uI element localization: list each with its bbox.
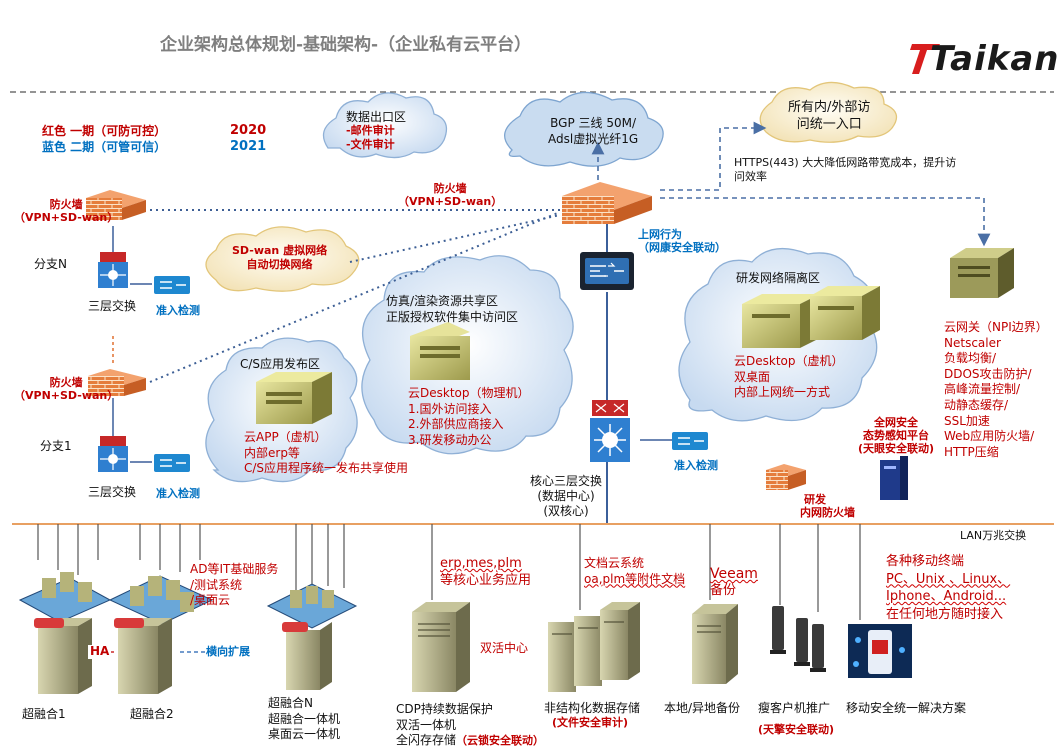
situational-tower-icon <box>880 456 908 500</box>
local-backup-label: 本地/异地备份 <box>664 701 741 715</box>
branch1-switch-label: 三层交换 <box>88 485 137 499</box>
mobile-label: 各种移动终端 PC、Unix 、Linux、 Iphone、Android...… <box>886 554 1011 622</box>
hyperconverged-2-icon <box>108 575 214 694</box>
hyperconverged-1-icon <box>18 572 112 694</box>
cloud-bgp <box>504 91 664 167</box>
thin-client-sec-label: (天擎安全联动) <box>758 723 835 736</box>
cloud-access-entry <box>759 81 898 143</box>
cs-zone-desc: 云APP（虚机） 内部erp等 C/S应用程序统一发布共享使用 <box>244 430 409 476</box>
thin-client-label: 瘦客户机推广 <box>758 701 831 715</box>
main-firewall-label: 防火墙 （VPN+SD-wan） <box>398 182 503 209</box>
erp-label: erp,mes,plm 等核心业务应用 <box>440 556 532 588</box>
rnd-server-icon-1 <box>742 294 820 348</box>
core-access-label: 准入检测 <box>674 459 718 472</box>
branchN-firewall-icon <box>86 190 146 220</box>
branch1-firewall-label: 防火墙 （VPN+SD-wan） <box>14 376 119 403</box>
branch1-switch-icon <box>98 436 128 472</box>
rnd-firewall-icon <box>766 464 806 490</box>
lan-drops <box>37 524 861 620</box>
cloud-sdwan-text: SD-wan 虚拟网络 自动切换网络 <box>232 244 328 272</box>
core-switch-label: 核心三层交换 (数据中心) (双核心) <box>530 474 603 518</box>
arrow-fw-gateway <box>660 197 991 247</box>
mobile-device-icon <box>848 624 912 678</box>
veeam-backup-icon <box>692 604 738 684</box>
branchN-access-label: 准入检测 <box>156 304 200 317</box>
hyperconverged-n-icon <box>266 583 358 690</box>
situational-label: 全网安全 态势感知平台 (天眼安全联动) <box>858 416 935 456</box>
lan-label: LAN万兆交换 <box>960 529 1027 542</box>
cloud-sdwan <box>205 226 360 292</box>
unstructured-sec-label: (文件安全审计) <box>552 716 629 729</box>
gateway-server-icon <box>950 248 1014 298</box>
branchN-switch-label: 三层交换 <box>88 299 137 313</box>
https-note: HTTPS(443) 大大降低网路带宽成本，提升访 问效率 <box>734 156 957 183</box>
branchN-switch-icon <box>98 252 128 288</box>
core-access-icon <box>672 432 708 450</box>
hc2-label: 超融合2 <box>130 707 174 721</box>
sim-zone-title: 仿真/渲染资源共享区 正版授权软件集中访问区 <box>386 294 519 324</box>
cloud-data-exit-text: 数据出口区 -邮件审计 -文件审计 <box>346 110 407 152</box>
mobile-solution-label: 移动安全统一解决方案 <box>846 701 967 715</box>
internet-behavior-icon <box>580 252 634 290</box>
hc1-label: 超融合1 <box>22 707 66 721</box>
cdp-storage-icon <box>412 602 470 692</box>
legend-phase2: 蓝色 二期（可管可信） <box>42 140 167 154</box>
rnd-firewall-label: 研发 内网防火墙 <box>800 493 855 519</box>
dual-active-label: 双活中心 <box>480 641 529 655</box>
cloud-access-entry-text: 所有内/外部访 问统一入口 <box>788 100 871 132</box>
branch1-label: 分支1 <box>40 439 72 453</box>
legend-phase1-year: 2020 <box>230 123 267 138</box>
legend-phase1: 红色 一期（可防可控） <box>42 124 167 138</box>
doc-cloud-label: 文档云系统 oa,plm等附件文档 <box>584 556 686 586</box>
arrow-fw-entry <box>660 121 767 191</box>
branch1-access-label: 准入检测 <box>156 487 200 500</box>
rnd-server-icon-2 <box>810 286 880 340</box>
unstructured-label: 非结构化数据存储 <box>544 701 641 715</box>
ha-label: HA <box>88 644 112 659</box>
branch1-access-icon <box>154 454 190 472</box>
page-title: 企业架构总体规划-基础架构-（企业私有云平台） <box>160 35 532 55</box>
link-branch1-fw <box>149 211 561 383</box>
internet-behavior-label: 上网行为 （网康安全联动） <box>638 228 726 255</box>
taikan-logo-mark <box>910 44 940 74</box>
branchN-firewall-label: 防火墙 （VPN+SD-wan） <box>14 198 119 225</box>
core-switch-icon <box>590 400 630 462</box>
cloud-bgp-text: BGP 三线 50M/ Adsl虚拟光纤1G <box>548 116 639 146</box>
thin-client-icon <box>770 606 826 672</box>
sim-zone-desc: 云Desktop（物理机） 1.国外访问接入 2.外部供应商接入 3.研发移动办… <box>408 386 530 447</box>
branchN-access-icon <box>154 276 190 294</box>
rnd-zone-desc: 云Desktop（虚机） 双桌面 内部上网统一方式 <box>734 354 844 400</box>
ad-note: AD等IT基础服务 /测试系统 /桌面云 <box>190 562 279 608</box>
veeam-label: Veeam 备份 <box>710 566 758 598</box>
branch1-firewall-icon <box>88 369 146 396</box>
legend-phase2-year: 2021 <box>230 139 267 154</box>
cloud-gateway-list: 云网关（NPI边界） Netscaler 负载均衡/ DDOS攻击防护/ 高峰流… <box>944 320 1048 459</box>
cs-server-icon <box>256 372 332 424</box>
cs-zone-title: C/S应用发布区 <box>240 357 321 371</box>
main-firewall-icon <box>562 182 652 224</box>
cdp-label: CDP持续数据保护 双活一体机 全闪存存储（云锁安全联动） <box>396 702 545 748</box>
branchN-label: 分支N <box>34 257 67 271</box>
hcn-label: 超融合N 超融合一体机 桌面云一体机 <box>268 696 341 742</box>
cloud-data-exit <box>322 92 448 159</box>
sim-server-icon <box>410 322 470 380</box>
rnd-zone-title: 研发网络隔离区 <box>736 271 821 285</box>
horizontal-label: 横向扩展 <box>206 645 250 658</box>
unstructured-storage-icon <box>548 602 640 692</box>
logo-text: Taikan <box>930 39 1060 79</box>
